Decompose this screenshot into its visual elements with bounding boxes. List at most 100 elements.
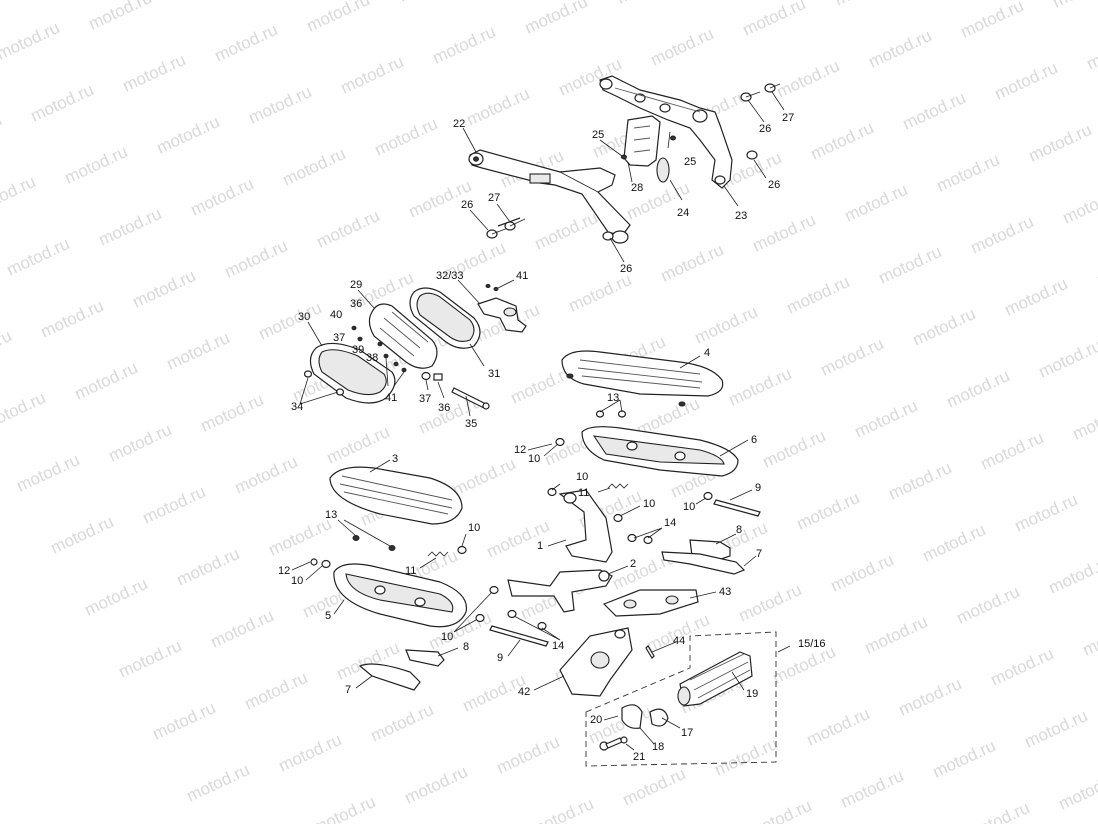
watermark-text: motod.ru [1022,706,1091,752]
callout-9-left: 9 [497,652,503,664]
watermark-text: motod.ru [402,762,471,808]
watermark-text: motod.ru [372,114,441,160]
watermark-text: motod.ru [154,112,223,158]
watermark-text: motod.ru [120,50,189,96]
callout-10-g: 10 [441,631,453,643]
watermark-text: motod.ru [106,420,175,466]
callout-7-right: 7 [756,548,762,560]
watermark-text: motod.ru [212,20,281,66]
callout-13-right: 13 [607,392,619,404]
part-29-footboard-plate [368,303,438,369]
callout-11-right: 11 [578,487,589,499]
watermark-text: motod.ru [886,458,955,504]
watermark-text: motod.ru [1002,274,1071,320]
watermark-text: motod.ru [188,174,257,220]
callout-25-left: 25 [592,129,604,141]
watermark-text: motod.ru [900,88,969,134]
watermark-text: motod.ru [954,582,1023,628]
watermark-text: motod.ru [934,150,1003,196]
callout-9-right: 9 [755,482,761,494]
callout-43: 43 [719,586,731,598]
callout-17: 17 [681,727,693,739]
callout-20: 20 [590,714,602,726]
watermark-text: motod.ru [620,764,689,810]
callout-10-a: 10 [528,453,540,465]
watermark-text: motod.ru [338,52,407,98]
part-23-right-bracket [599,75,733,189]
watermark-text: motod.ru [866,26,935,72]
callout-10-e: 10 [468,522,480,534]
callout-32-33: 32/33 [436,270,464,282]
watermark-text: motod.ru [280,144,349,190]
callout-12-right: 12 [514,444,526,456]
watermark-text: motod.ru [750,210,819,256]
watermark-text: motod.ru [0,326,14,372]
callout-37-left: 37 [333,332,345,344]
watermark-text: motod.ru [450,454,519,500]
watermark-text: motod.ru [256,298,325,344]
watermark-text: motod.ru [396,0,465,6]
watermark-text: motod.ru [818,334,887,380]
callout-26-right: 26 [768,179,780,191]
watermark-text: motod.ru [978,428,1047,474]
callout-13-left: 13 [325,509,337,521]
callout-1: 1 [537,540,543,552]
callout-21: 21 [633,751,645,763]
watermark-text: motod.ru [14,450,83,496]
watermark-text: motod.ru [38,296,107,342]
watermark-text: motod.ru [740,0,809,40]
callout-labels: 22 25 25 26 27 26 28 24 23 26 26 27 29 3… [278,112,826,763]
watermark-text: motod.ru [62,142,131,188]
watermark-text: motod.ru [644,610,713,656]
part-4-right-footboard-top [561,350,724,407]
watermark-text: motod.ru [430,22,499,68]
part-6-right-footboard-base [581,426,739,477]
watermark-text: motod.ru [838,766,907,812]
watermark-text: motod.ru [116,636,185,682]
callout-39: 39 [352,344,364,356]
watermark-text: motod.ru [920,520,989,566]
watermark-text: motod.ru [208,606,277,652]
watermark-text: motod.ru [760,426,829,472]
part-2-arm-bracket [507,569,613,613]
watermark-text: motod.ru [72,358,141,404]
part-25-26-27-28-fasteners [486,83,781,241]
callout-8-left: 8 [463,641,469,653]
watermark-text: motod.ru [804,704,873,750]
callout-7-left: 7 [345,684,351,696]
part-22-left-bracket [468,149,631,244]
watermark-text: motod.ru [86,0,155,34]
watermark-text: motod.ru [808,118,877,164]
watermark-text: motod.ru [794,488,863,534]
watermark-text: motod.ru [494,732,563,778]
callout-26-top: 26 [759,123,771,135]
watermark-text: motod.ru [896,674,965,720]
watermark-text: motod.ru [1056,768,1098,814]
watermark-text: motod.ru [0,18,62,64]
watermark-text: motod.ru [464,84,533,130]
watermark-text: motod.ru [82,574,151,620]
part-30-trim-ring [309,342,396,404]
watermark-text: motod.ru [48,512,117,558]
watermark-text: motod.ru [852,396,921,442]
watermark-text: motod.ru [832,0,901,10]
watermark-text: motod.ru [842,180,911,226]
watermark-text: motod.ru [566,270,635,316]
callout-19: 19 [746,688,758,700]
watermark-text: motod.ru [276,730,345,776]
callout-27-bolt-left: 27 [488,192,500,204]
callout-22: 22 [453,118,465,130]
watermark-text: motod.ru [964,798,1033,824]
watermark-text: motod.ru [910,304,979,350]
watermark-text: motod.ru [944,366,1013,412]
watermark-text: motod.ru [0,172,38,218]
callout-38: 38 [366,352,378,364]
callout-25-right: 25 [684,156,696,168]
watermark-text: motod.ru [1070,398,1098,444]
watermark-text: motod.ru [522,0,591,38]
callout-41-bottom: 41 [385,392,397,404]
callout-40: 40 [330,309,342,321]
callout-14-right: 14 [664,517,676,529]
watermark-text: motod.ru [1046,552,1098,598]
watermark-text: motod.ru [314,206,383,252]
